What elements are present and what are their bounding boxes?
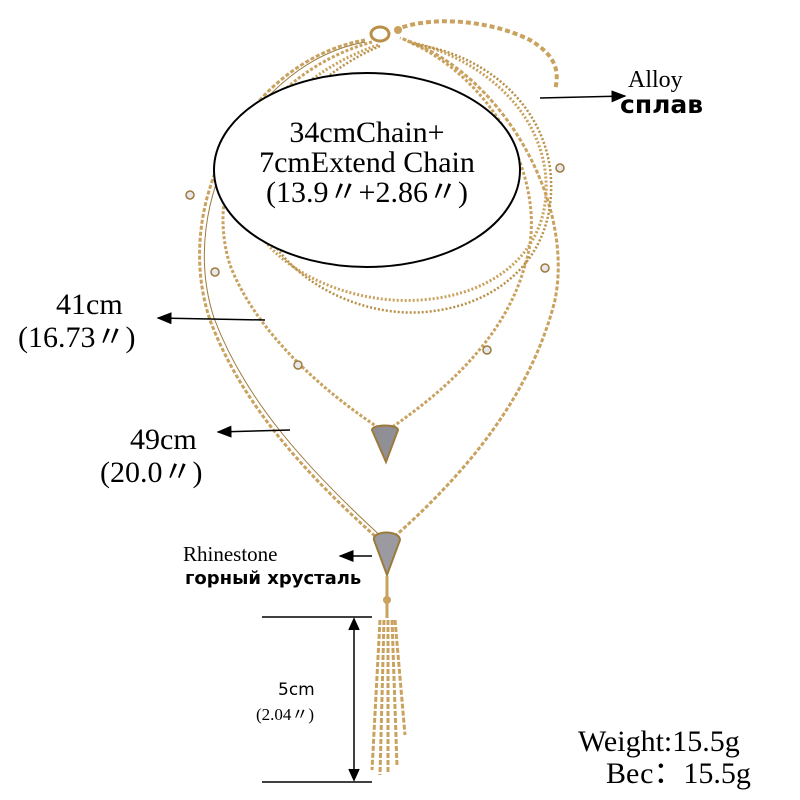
dimension-bracket [262, 616, 372, 783]
weight-label-ru: Вес：15.5g [606, 757, 751, 790]
material-label-en: Alloy [628, 67, 683, 93]
extend-chain [394, 19, 559, 91]
chain-49cm [198, 36, 560, 547]
length-49-inch: (20.0〃) [100, 456, 203, 489]
chain-length-oval [213, 72, 521, 268]
length-41-cm: 41cm [56, 288, 123, 321]
tassel-length-cm: 5cm [278, 680, 315, 700]
length-41-inch: (16.73〃) [18, 321, 136, 354]
stone-label-ru: горный хрусталь [185, 568, 362, 589]
length-49-cm: 49cm [130, 423, 197, 456]
chain-length-label: 34cmChain+ 7cmExtend Chain (13.9〃+2.86〃) [212, 118, 522, 208]
material-label-ru: сплав [620, 90, 704, 119]
chain-34cm-2 [257, 42, 553, 314]
stone-label-en: Rhinestone [183, 542, 278, 566]
chain-length-line2: 7cmExtend Chain [259, 146, 475, 179]
chain-length-line1: 34cmChain+ [289, 116, 445, 149]
alloy-arrow [539, 90, 627, 103]
tassel-length-inch: (2.04〃) [256, 705, 315, 724]
arrow-49cm [216, 425, 291, 438]
arrow-41cm [156, 312, 266, 325]
chain-length-line3: (13.9〃+2.86〃) [266, 176, 468, 209]
tassel [370, 619, 407, 776]
weight-label-en: Weight:15.5g [578, 725, 740, 758]
rhinestone-small [370, 424, 400, 465]
chain-34cm-1 [244, 40, 548, 302]
rhinestone-large [373, 531, 402, 578]
